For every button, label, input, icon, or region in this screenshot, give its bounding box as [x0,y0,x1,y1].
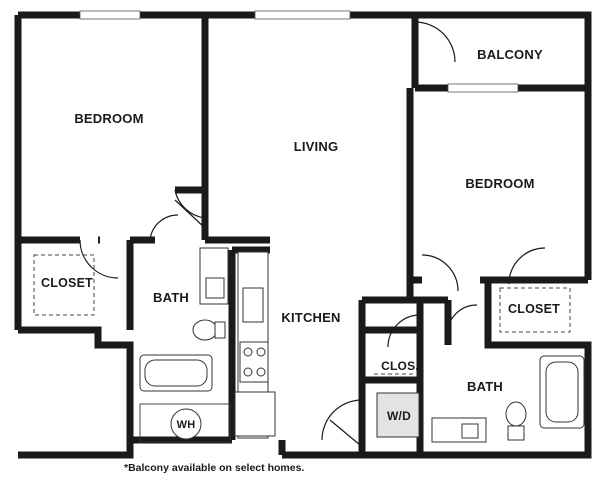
label-water-heater: WH [177,419,196,431]
refrigerator [234,391,276,437]
label-bedroom-left: BEDROOM [74,111,143,126]
interior-wall [14,88,592,455]
door-leaf-entry [329,419,361,446]
water-heater [170,408,202,440]
kitchen-fixtures [234,251,276,439]
door-swing-bath-right [446,304,478,336]
label-bedroom-right: BEDROOM [465,176,534,191]
door-swing-clos [387,314,421,348]
closet-rod-left [33,254,95,316]
label-closet-left: CLOSET [41,276,93,290]
closet-rod-right [499,287,571,333]
water-heater-closet [139,403,231,443]
door-swing-bedroom-right [421,254,459,292]
label-bath-left: BATH [153,290,189,305]
kitchen-sink [242,287,264,323]
label-washer-dryer: W/D [387,409,411,423]
toilet-tank-left [214,321,226,339]
door-swing-bath-left [149,214,179,241]
window-bedroom-right [447,83,519,93]
window-living [254,10,351,20]
range [239,341,269,383]
label-living: LIVING [294,139,339,154]
washer-dryer-box [376,392,420,438]
label-balcony: BALCONY [477,47,543,62]
bath-left-fixtures [139,247,231,443]
burner-1 [243,347,253,357]
label-bath-right: BATH [467,379,503,394]
interior-walls [14,88,592,455]
doors [79,21,546,446]
tub-basin-left [144,359,208,387]
label-clos: CLOS. [381,359,419,373]
door-leaf-living [174,199,206,229]
sink-left [205,277,225,299]
toilet-left [192,319,218,341]
windows [79,10,519,93]
label-kitchen: KITCHEN [281,310,340,325]
room-labels: BEDROOM LIVING BALCONY BEDROOM CLOSET BA… [41,47,560,431]
door-swing-closet-right [508,247,546,285]
bath-right-fixtures [376,355,585,443]
toilet-right [505,401,527,427]
door-swing-balcony [414,21,456,63]
burner-2 [256,347,266,357]
label-closet-right: CLOSET [508,302,560,316]
window-bedroom-left [79,10,141,20]
balcony-footnote: *Balcony available on select homes. [124,462,305,474]
burner-3 [243,367,253,377]
door-swing-entry [321,399,363,441]
burner-4 [256,367,266,377]
toilet-tank-right [507,425,525,441]
door-swing-living [174,189,206,219]
closet-rods [33,254,571,375]
door-swing-closet-left [79,239,119,279]
tub-basin-right [545,361,579,423]
sink-right [461,423,479,439]
